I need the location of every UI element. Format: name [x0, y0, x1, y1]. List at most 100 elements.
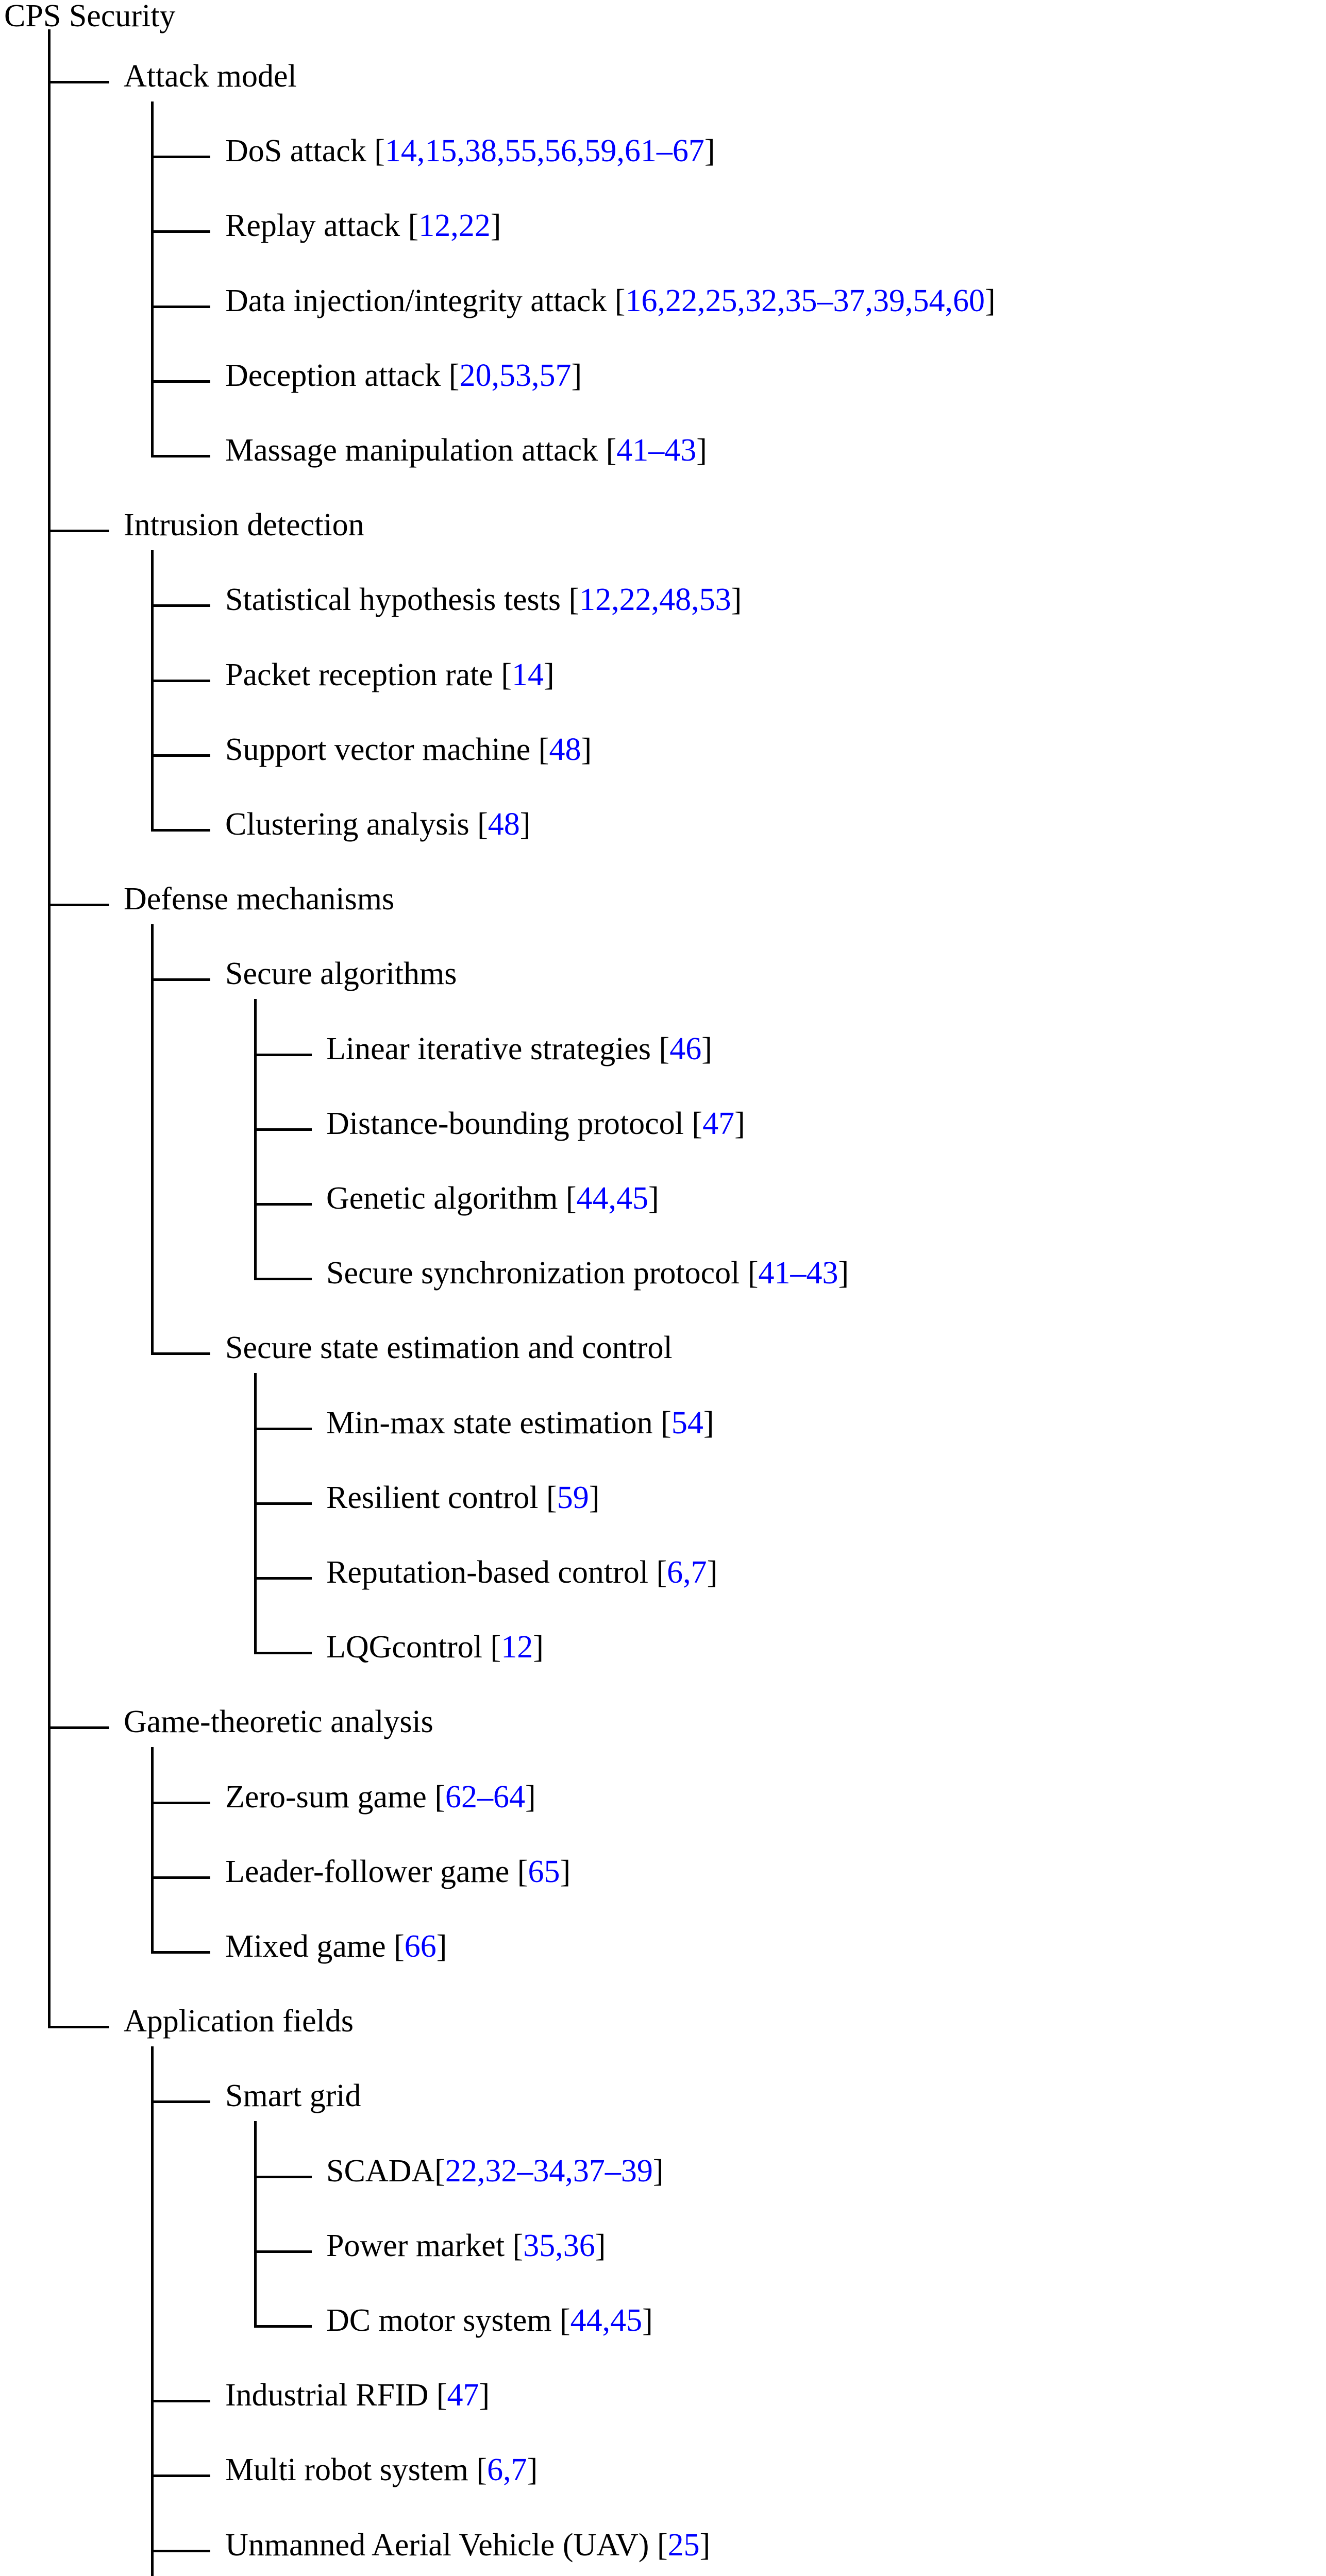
tree-node-resilient-control[interactable]: Resilient control [59] [326, 1482, 599, 1514]
tree-node-linear-iterative-strategies[interactable]: Linear iterative strategies [46] [326, 1033, 712, 1065]
tree-branch-elbow [151, 305, 210, 308]
tree-node-defense-mechanisms[interactable]: Defense mechanisms [124, 883, 394, 915]
tree-node-secure-state-estimation-and-control[interactable]: Secure state estimation and control [225, 1332, 673, 1364]
tree-node-unmanned-aerial-vehicle[interactable]: Unmanned Aerial Vehicle (UAV) [25] [225, 2529, 710, 2561]
citation-close-bracket: ] [479, 2378, 490, 2413]
citation-reference[interactable]: 14 [511, 657, 544, 692]
tree-node-dc-motor-system[interactable]: DC motor system [44,45] [326, 2304, 653, 2336]
citation-reference[interactable]: 59 [557, 1480, 589, 1515]
tree-node-deception-attack[interactable]: Deception attack [20,53,57] [225, 360, 582, 392]
tree-node-packet-reception-rate[interactable]: Packet reception rate [14] [225, 659, 555, 691]
citation-reference[interactable]: 46 [669, 1031, 702, 1066]
citation-close-bracket: ] [648, 1181, 659, 1216]
citation-open-bracket: [ [565, 1181, 577, 1216]
citation-open-bracket: [ [692, 1106, 703, 1141]
tree-branch-elbow [254, 1128, 312, 1131]
tree-node-replay-attack[interactable]: Replay attack [12,22] [225, 210, 501, 242]
tree-branch-elbow [151, 604, 210, 607]
tree-branch-stem [151, 550, 154, 829]
tree-branch-elbow [151, 2400, 210, 2403]
tree-node-secure-synchronization-protocol[interactable]: Secure synchronization protocol [41–43] [326, 1257, 849, 1289]
tree-node-statistical-hypothesis-tests[interactable]: Statistical hypothesis tests [12,22,48,5… [225, 584, 742, 616]
citation-reference[interactable]: 22,32–34,37–39 [445, 2153, 653, 2189]
tree-branch-elbow [151, 1352, 210, 1355]
tree-node-label: Data injection/integrity attack [225, 283, 615, 318]
tree-node-scada[interactable]: SCADA[22,32–34,37–39] [326, 2155, 663, 2187]
citation-close-bracket: ] [707, 1555, 718, 1590]
citation-close-bracket: ] [696, 433, 707, 468]
tree-node-power-market[interactable]: Power market [35,36] [326, 2230, 606, 2262]
tree-branch-elbow [151, 978, 210, 981]
citation-reference[interactable]: 6,7 [667, 1555, 707, 1590]
tree-branch-elbow [254, 1502, 312, 1505]
tree-node-label: Deception attack [225, 358, 449, 393]
tree-node-massage-manipulation-attack[interactable]: Massage manipulation attack [41–43] [225, 434, 707, 466]
citation-reference[interactable]: 41–43 [758, 1256, 838, 1291]
tree-node-lqg-control[interactable]: LQGcontrol [12] [326, 1631, 544, 1663]
tree-node-support-vector-machine[interactable]: Support vector machine [48] [225, 734, 592, 766]
tree-node-multi-robot-system[interactable]: Multi robot system [6,7] [225, 2454, 538, 2486]
tree-node-intrusion-detection[interactable]: Intrusion detection [124, 509, 364, 541]
tree-node-data-injection-integrity-attack[interactable]: Data injection/integrity attack [16,22,2… [225, 285, 996, 317]
tree-node-smart-grid[interactable]: Smart grid [225, 2080, 361, 2112]
citation-reference[interactable]: 65 [528, 1854, 560, 1889]
tree-node-attack-model[interactable]: Attack model [124, 60, 297, 92]
tree-branch-stem [254, 999, 257, 1278]
citation-reference[interactable]: 35,36 [523, 2228, 595, 2263]
tree-branch-elbow [151, 230, 210, 233]
tree-node-game-theoretic-analysis[interactable]: Game-theoretic analysis [124, 1706, 433, 1738]
citation-reference[interactable]: 47 [702, 1106, 735, 1141]
citation-reference[interactable]: 16,22,25,32,35–37,39,54,60 [625, 283, 985, 318]
tree-node-application-fields[interactable]: Application fields [124, 2005, 354, 2037]
tree-node-label: Genetic algorithm [326, 1181, 566, 1216]
citation-reference[interactable]: 66 [404, 1929, 437, 1964]
tree-branch-stem [151, 2046, 154, 2576]
tree-node-dos-attack[interactable]: DoS attack [14,15,38,55,56,59,61–67] [225, 135, 715, 167]
citation-reference[interactable]: 44,45 [576, 1181, 649, 1216]
citation-reference[interactable]: 20,53,57 [459, 358, 572, 393]
citation-reference[interactable]: 47 [447, 2378, 479, 2413]
tree-node-reputation-based-control[interactable]: Reputation-based control [6,7] [326, 1556, 717, 1588]
tree-branch-stem [151, 924, 154, 1353]
citation-reference[interactable]: 41–43 [616, 433, 697, 468]
tree-node-clustering-analysis[interactable]: Clustering analysis [48] [225, 808, 530, 840]
citation-reference[interactable]: 25 [667, 2527, 700, 2563]
citation-reference[interactable]: 48 [488, 807, 520, 842]
citation-reference[interactable]: 54 [671, 1405, 703, 1440]
citation-close-bracket: ] [589, 1480, 600, 1515]
tree-node-mixed-game[interactable]: Mixed game [66] [225, 1930, 447, 1962]
tree-node-label: Reputation-based control [326, 1555, 657, 1590]
citation-open-bracket: [ [476, 2452, 488, 2488]
tree-branch-elbow [151, 829, 210, 832]
citation-close-bracket: ] [490, 208, 501, 244]
citation-reference[interactable]: 62–64 [445, 1779, 525, 1815]
tree-node-label: Statistical hypothesis tests [225, 582, 569, 618]
citation-close-bracket: ] [984, 283, 996, 318]
tree-node-min-max-state-estimation[interactable]: Min-max state estimation [54] [326, 1407, 714, 1439]
citation-reference[interactable]: 14,15,38,55,56,59,61–67 [384, 133, 704, 169]
tree-node-genetic-algorithm[interactable]: Genetic algorithm [44,45] [326, 1182, 659, 1214]
citation-reference[interactable]: 6,7 [487, 2452, 527, 2488]
tree-node-leader-follower-game[interactable]: Leader-follower game [65] [225, 1856, 570, 1888]
tree-node-industrial-rfid[interactable]: Industrial RFID [47] [225, 2379, 490, 2411]
citation-close-bracket: ] [699, 2527, 711, 2563]
tree-branch-elbow [151, 1801, 210, 1804]
citation-open-bracket: [ [477, 807, 488, 842]
tree-node-distance-bounding-protocol[interactable]: Distance-bounding protocol [47] [326, 1108, 745, 1140]
citation-open-bracket: [ [657, 2527, 668, 2563]
tree-branch-stem [151, 1747, 154, 1951]
citation-reference[interactable]: 44,45 [570, 2303, 643, 2338]
citation-reference[interactable]: 12,22 [418, 208, 491, 244]
citation-reference[interactable]: 12 [501, 1630, 533, 1665]
citation-close-bracket: ] [734, 1106, 745, 1141]
tree-node-label: LQGcontrol [326, 1630, 491, 1665]
tree-node-label: Massage manipulation attack [225, 433, 606, 468]
citation-reference[interactable]: 12,22,48,53 [579, 582, 731, 618]
citation-close-bracket: ] [652, 2153, 664, 2189]
tree-node-secure-algorithms[interactable]: Secure algorithms [225, 958, 457, 990]
citation-close-bracket: ] [838, 1256, 849, 1291]
tree-node-label: Replay attack [225, 208, 408, 244]
tree-node-zero-sum-game[interactable]: Zero-sum game [62–64] [225, 1781, 536, 1813]
citation-reference[interactable]: 48 [549, 732, 581, 767]
